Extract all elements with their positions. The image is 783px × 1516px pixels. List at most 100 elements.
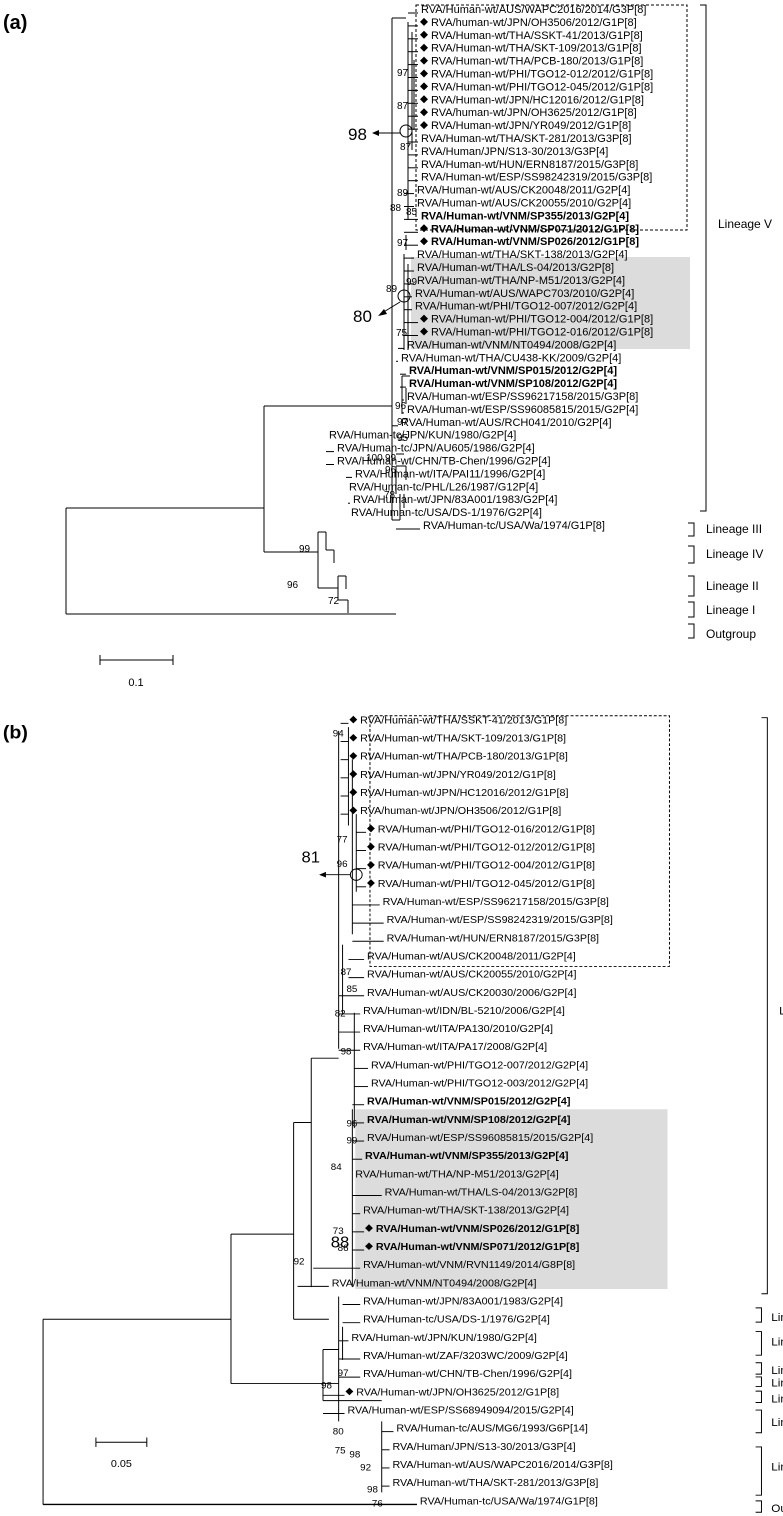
bootstrap-value: 78 <box>384 490 396 501</box>
bootstrap-value: 95 <box>397 433 409 444</box>
lineage-bracket <box>700 4 707 512</box>
taxon-label: RVA/Human-tc/USA/DS-1/1976/G2P[4] <box>363 1314 550 1326</box>
bootstrap-value: 85 <box>346 984 357 995</box>
taxon-label: RVA/Human-wt/THA/SKT-138/2013/G2P[4] <box>363 1205 569 1217</box>
taxon-label: RVA/Human-wt/JPN/KUN/1980/G2P[4] <box>351 1332 537 1344</box>
diamond-marker <box>420 56 428 65</box>
lineage-bracket <box>755 1376 762 1387</box>
taxon-label: RVA/Human-wt/HUN/ERN8187/2015/G3P[8] <box>421 159 638 171</box>
bootstrap-value: 97 <box>397 417 409 428</box>
bootstrap-value: 86 <box>338 1243 349 1254</box>
bootstrap-value: 96 <box>346 1118 357 1129</box>
lineage-label: Lineage III <box>706 522 762 536</box>
bootstrap-value: 80 <box>333 1427 344 1438</box>
lineage-bracket <box>755 1500 762 1513</box>
bootstrap-value: 84 <box>331 1162 343 1173</box>
lineage-label: Lineage V <box>718 217 772 231</box>
taxon-label: RVA/Human-wt/THA/PCB-180/2013/G1P[8] <box>360 751 568 763</box>
lineage-label: Lineage VI <box>779 1006 783 1018</box>
diamond-marker <box>420 69 428 78</box>
taxon-label: RVA/Human-wt/VNM/RVN1149/2014/G8P[8] <box>363 1259 575 1271</box>
taxon-label: RVA/Human/JPN/S13-30/2013/G3P[4] <box>392 1441 575 1453</box>
taxon-label: RVA/Human-wt/ESP/SS96085815/2015/G2P[4] <box>367 1132 593 1144</box>
node-circle <box>397 289 411 303</box>
arrow-head <box>319 871 326 878</box>
taxon-label: RVA/human-wt/JPN/OH3625/2012/G1P[8] <box>431 107 637 119</box>
diamond-marker <box>420 95 428 104</box>
lineage-bracket <box>761 717 768 1295</box>
bootstrap-value: 97 <box>397 238 409 249</box>
taxon-label: RVA/Human-wt/CHN/TB-Chen/1996/G2P[4] <box>337 456 551 468</box>
bootstrap-value: 98 <box>367 1484 378 1495</box>
bootstrap-value: 92 <box>294 1257 305 1268</box>
diamond-marker <box>345 1387 354 1396</box>
highlight-box <box>411 257 690 349</box>
taxon-label: RVA/Human-wt/ESP/SS96085815/2015/G2P[4] <box>407 404 638 416</box>
taxon-label: RVA/Human-wt/THA/LS-04/2013/G2P[8] <box>385 1187 578 1199</box>
diamond-marker <box>420 108 428 117</box>
taxon-label: RVA/Human-wt/PHI/TGO12-045/2012/G1P[8] <box>431 81 653 93</box>
bootstrap-value: 96 <box>385 465 397 476</box>
lineage-label: Lineage VIII <box>771 1312 783 1324</box>
node-circle <box>399 124 413 138</box>
taxon-label: RVA/Human-wt/PHI/TGO12-012/2012/G1P[8] <box>378 842 595 854</box>
taxon-label: RVA/human-wt/JPN/OH3506/2012/G1P[8] <box>431 17 637 29</box>
taxon-label: RVA/Human-wt/HUN/ERN8187/2015/G3P[8] <box>387 932 600 944</box>
highlight-box <box>355 1109 668 1289</box>
lineage-bracket <box>688 545 695 564</box>
taxon-label: RVA/Human-wt/THA/SKT-281/2013/G3P[8] <box>392 1477 598 1489</box>
taxon-label: RVA/Human-tc/PHL/L26/1987/G12P[4] <box>349 481 538 493</box>
taxon-label: RVA/Human-wt/JPN/YR049/2012/G1P[8] <box>360 769 556 781</box>
bootstrap-value: 88 <box>390 203 402 214</box>
bootstrap-value: 82 <box>335 1009 346 1020</box>
taxon-label: RVA/Human-wt/PHI/TGO12-004/2012/G1P[8] <box>431 314 653 326</box>
lineage-bracket <box>755 1331 762 1356</box>
taxon-label: RVA/Human-tc/JPN/AU605/1986/G2P[4] <box>337 443 535 455</box>
taxon-label: RVA/Human-wt/PHI/TGO12-007/2012/G2P[4] <box>371 1060 588 1072</box>
taxon-label: RVA/Human-wt/VNM/SP108/2012/G2P[4] <box>409 378 617 390</box>
highlight-number: 88 <box>331 1234 350 1252</box>
lineage-bracket <box>755 1446 762 1496</box>
bootstrap-value: 97 <box>397 68 409 79</box>
arrow-head <box>378 309 387 316</box>
taxon-label: RVA/Human-wt/THA/LS-04/2013/G2P[8] <box>417 262 614 274</box>
bootstrap-value: 96 <box>337 859 348 870</box>
bootstrap-value: 94 <box>333 729 345 740</box>
taxon-label: RVA/Human-wt/ESP/SS96217158/2015/G3P[8] <box>383 896 609 908</box>
dashed-box <box>369 715 670 967</box>
taxon-label: RVA/Human-wt/AUS/CK20055/2010/G2P[4] <box>417 198 631 210</box>
panel-b-group: RVA/Human-wt/THA/SSKT-41/2013/G1P[8]RVA/… <box>3 715 783 1516</box>
taxon-label: RVA/Human-wt/JPN/83A001/1983/G2P[4] <box>353 494 557 506</box>
diamond-marker <box>420 224 428 233</box>
diamond-marker <box>349 715 358 724</box>
bootstrap-value: 76 <box>372 1499 383 1510</box>
arrow-head <box>372 130 379 136</box>
bootstrap-value: 87 <box>397 101 409 112</box>
taxon-label: RVA/Human-tc/USA/Wa/1974/G1P[8] <box>420 1495 598 1507</box>
taxon-label: RVA/Human-wt/JPN/OH3625/2012/G1P[8] <box>356 1386 559 1398</box>
bootstrap-value: 92 <box>360 1463 371 1474</box>
diamond-marker <box>349 788 358 796</box>
taxon-label: RVA/Human-wt/THA/SKT-138/2013/G2P[4] <box>417 249 628 261</box>
taxon-label: RVA/Human-wt/VNM/SP108/2012/G2P[4] <box>367 1114 570 1126</box>
taxon-label: RVA/Human-wt/ITA/PA17/2008/G2P[4] <box>363 1041 547 1053</box>
taxon-label: RVA/Human-wt/VNM/SP015/2012/G2P[4] <box>409 365 617 377</box>
lineage-label: Lineage XI <box>771 1462 783 1474</box>
highlight-number: 98 <box>348 125 367 144</box>
bootstrap-value: 72 <box>328 596 340 607</box>
taxon-label: RVA/Human-wt/ZAF/3203WC/2009/G2P[4] <box>363 1350 568 1362</box>
taxon-label: RVA/Human-tc/AUS/MG6/1993/G6P[14] <box>396 1423 588 1435</box>
bootstrap-value: 77 <box>337 835 348 846</box>
bootstrap-value: 73 <box>333 1226 344 1237</box>
lineage-bracket <box>688 601 695 618</box>
bootstrap-value: 87 <box>400 142 412 153</box>
diamond-marker <box>367 861 375 869</box>
taxon-label: RVA/Human-wt/THA/NP-M51/2013/G2P[4] <box>417 275 625 287</box>
taxon-label: RVA/Human-wt/PHI/TGO12-004/2012/G1P[8] <box>378 860 595 872</box>
diamond-marker <box>420 43 428 52</box>
lineage-bracket <box>688 575 695 597</box>
taxon-label: RVA/Human-wt/ESP/SS68949094/2015/G2P[4] <box>347 1405 573 1417</box>
taxon-label: RVA/Human-wt/AUS/WAPC2016/2014/G3P[8] <box>392 1459 612 1471</box>
taxon-label: RVA/Human-wt/IDN/BL-5210/2006/G2P[4] <box>363 1005 565 1017</box>
taxon-label: RVA/Human-tc/USA/Wa/1974/G1P[8] <box>423 520 605 532</box>
